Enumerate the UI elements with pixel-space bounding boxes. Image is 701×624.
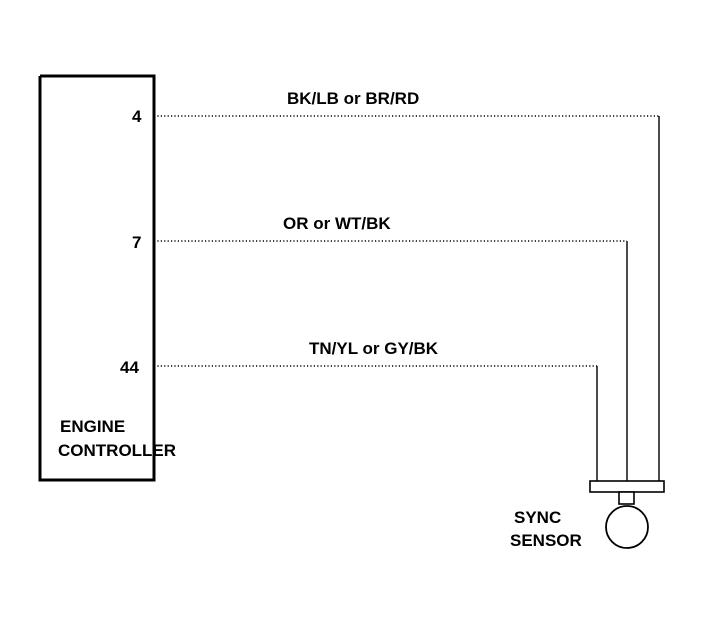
pin-number-7: 7 [132,233,141,252]
controller-label-line2: CONTROLLER [58,441,176,460]
sync-sensor-symbol [589,480,665,549]
wire-circuit-7 [154,240,628,481]
sensor-connector [589,480,665,493]
engine-controller-box [38,74,156,482]
wire-label-circuit-44: TN/YL or GY/BK [309,339,439,358]
wire-label-circuit-7: OR or WT/BK [283,214,391,233]
controller-label-line1: ENGINE [60,417,125,436]
wire-circuit-4 [154,115,660,481]
wire-circuit-44 [154,365,598,481]
sensor-label-line2: SENSOR [510,531,582,550]
wire-label-circuit-4: BK/LB or BR/RD [287,89,419,108]
pin-number-44: 44 [120,358,139,377]
sensor-body [605,505,649,549]
sensor-label-line1: SYNC [514,508,561,527]
pin-number-4: 4 [132,107,142,126]
sensor-stem [618,491,635,505]
